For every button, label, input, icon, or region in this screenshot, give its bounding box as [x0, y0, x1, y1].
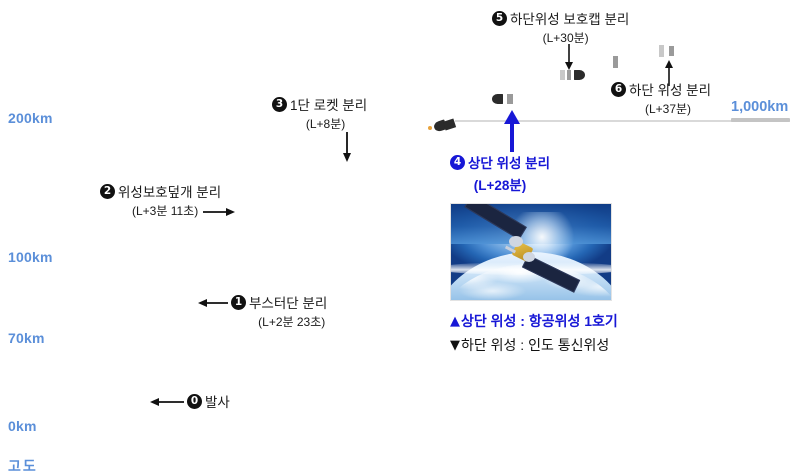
satellite-sprite-lower-sep	[659, 45, 681, 59]
event-time-5: (L+30분)	[542, 31, 589, 45]
scale-label: 1,000km	[731, 99, 789, 115]
event-badge-1: 1	[231, 294, 246, 310]
satellite-illustration	[459, 204, 589, 293]
event-title-3: 1단 로켓 분리	[290, 98, 368, 113]
altitude-tick-100km: 100km	[8, 249, 53, 265]
altitude-tick-200km: 200km	[8, 110, 53, 126]
event-badge-4: 4	[450, 154, 465, 170]
event-badge-5: 5	[492, 10, 507, 26]
arrow-down-icon-3	[341, 132, 353, 162]
trajectory-line	[455, 120, 790, 122]
event-callout-4: 4 상단 위성 분리 (L+28분)	[450, 152, 550, 194]
event-callout-1: 1 부스터단 분리 (L+2분 23초)	[198, 292, 327, 330]
event-time-6: (L+37분)	[644, 102, 692, 116]
legend-lower-text: 하단 위성 : 인도 통신위성	[461, 337, 610, 353]
altitude-tick-70km: 70km	[8, 330, 45, 346]
event-callout-0: 0 발사	[150, 391, 230, 411]
arrow-up-icon-4	[504, 110, 520, 152]
event-time-3: (L+8분)	[305, 117, 346, 131]
arrow-right-icon-2	[203, 207, 236, 217]
event-title-5: 하단위성 보호캡 분리	[510, 12, 630, 27]
event-badge-6: 6	[611, 81, 626, 97]
arrow-up-icon-6	[663, 60, 675, 86]
triangle-up-icon: ▲	[450, 313, 460, 329]
event-title-1: 부스터단 분리	[249, 296, 328, 311]
arrow-left-icon-1	[198, 298, 228, 308]
satellite-sprite-upper-sep	[492, 92, 520, 106]
arrow-left-icon-0	[150, 397, 184, 407]
event-time-2: (L+3분 11초)	[132, 204, 199, 218]
event-badge-3: 3	[272, 96, 287, 112]
event-time-4: (L+28분)	[473, 178, 527, 193]
satellite-photo	[450, 203, 612, 301]
event-title-6: 하단 위성 분리	[629, 83, 712, 98]
rocket-sprite-stage1	[428, 118, 458, 134]
event-time-1: (L+2분 23초)	[258, 315, 326, 329]
legend: ▲ 상단 위성 : 항공위성 1호기 ▼ 하단 위성 : 인도 통신위성	[450, 311, 618, 355]
event-callout-6: 6 하단 위성 분리 (L+37분)	[611, 79, 711, 117]
altitude-tick-0km: 0km	[8, 418, 37, 434]
legend-upper-text: 상단 위성 : 항공위성 1호기	[461, 313, 618, 329]
event-title-4: 상단 위성 분리	[468, 156, 551, 171]
event-callout-3: 3 1단 로켓 분리 (L+8분)	[272, 94, 367, 132]
legend-row-lower: ▼ 하단 위성 : 인도 통신위성	[450, 335, 618, 355]
legend-row-upper: ▲ 상단 위성 : 항공위성 1호기	[450, 311, 618, 331]
triangle-down-icon: ▼	[450, 337, 460, 353]
event-badge-2: 2	[100, 183, 115, 199]
event-callout-5: 5 하단위성 보호캡 분리 (L+30분)	[492, 8, 629, 46]
event-title-2: 위성보호덮개 분리	[118, 185, 222, 200]
scale-bar	[731, 118, 790, 122]
event-callout-2: 2 위성보호덮개 분리 (L+3분 11초)	[100, 181, 236, 219]
event-title-0: 발사	[205, 395, 230, 410]
satellite-sprite-fairing-sep	[560, 68, 590, 82]
altitude-axis-caption: 고도	[8, 458, 38, 474]
event-badge-0: 0	[187, 393, 202, 409]
satellite-sprite-fragment	[613, 56, 621, 69]
arrow-down-icon-5	[563, 44, 575, 70]
